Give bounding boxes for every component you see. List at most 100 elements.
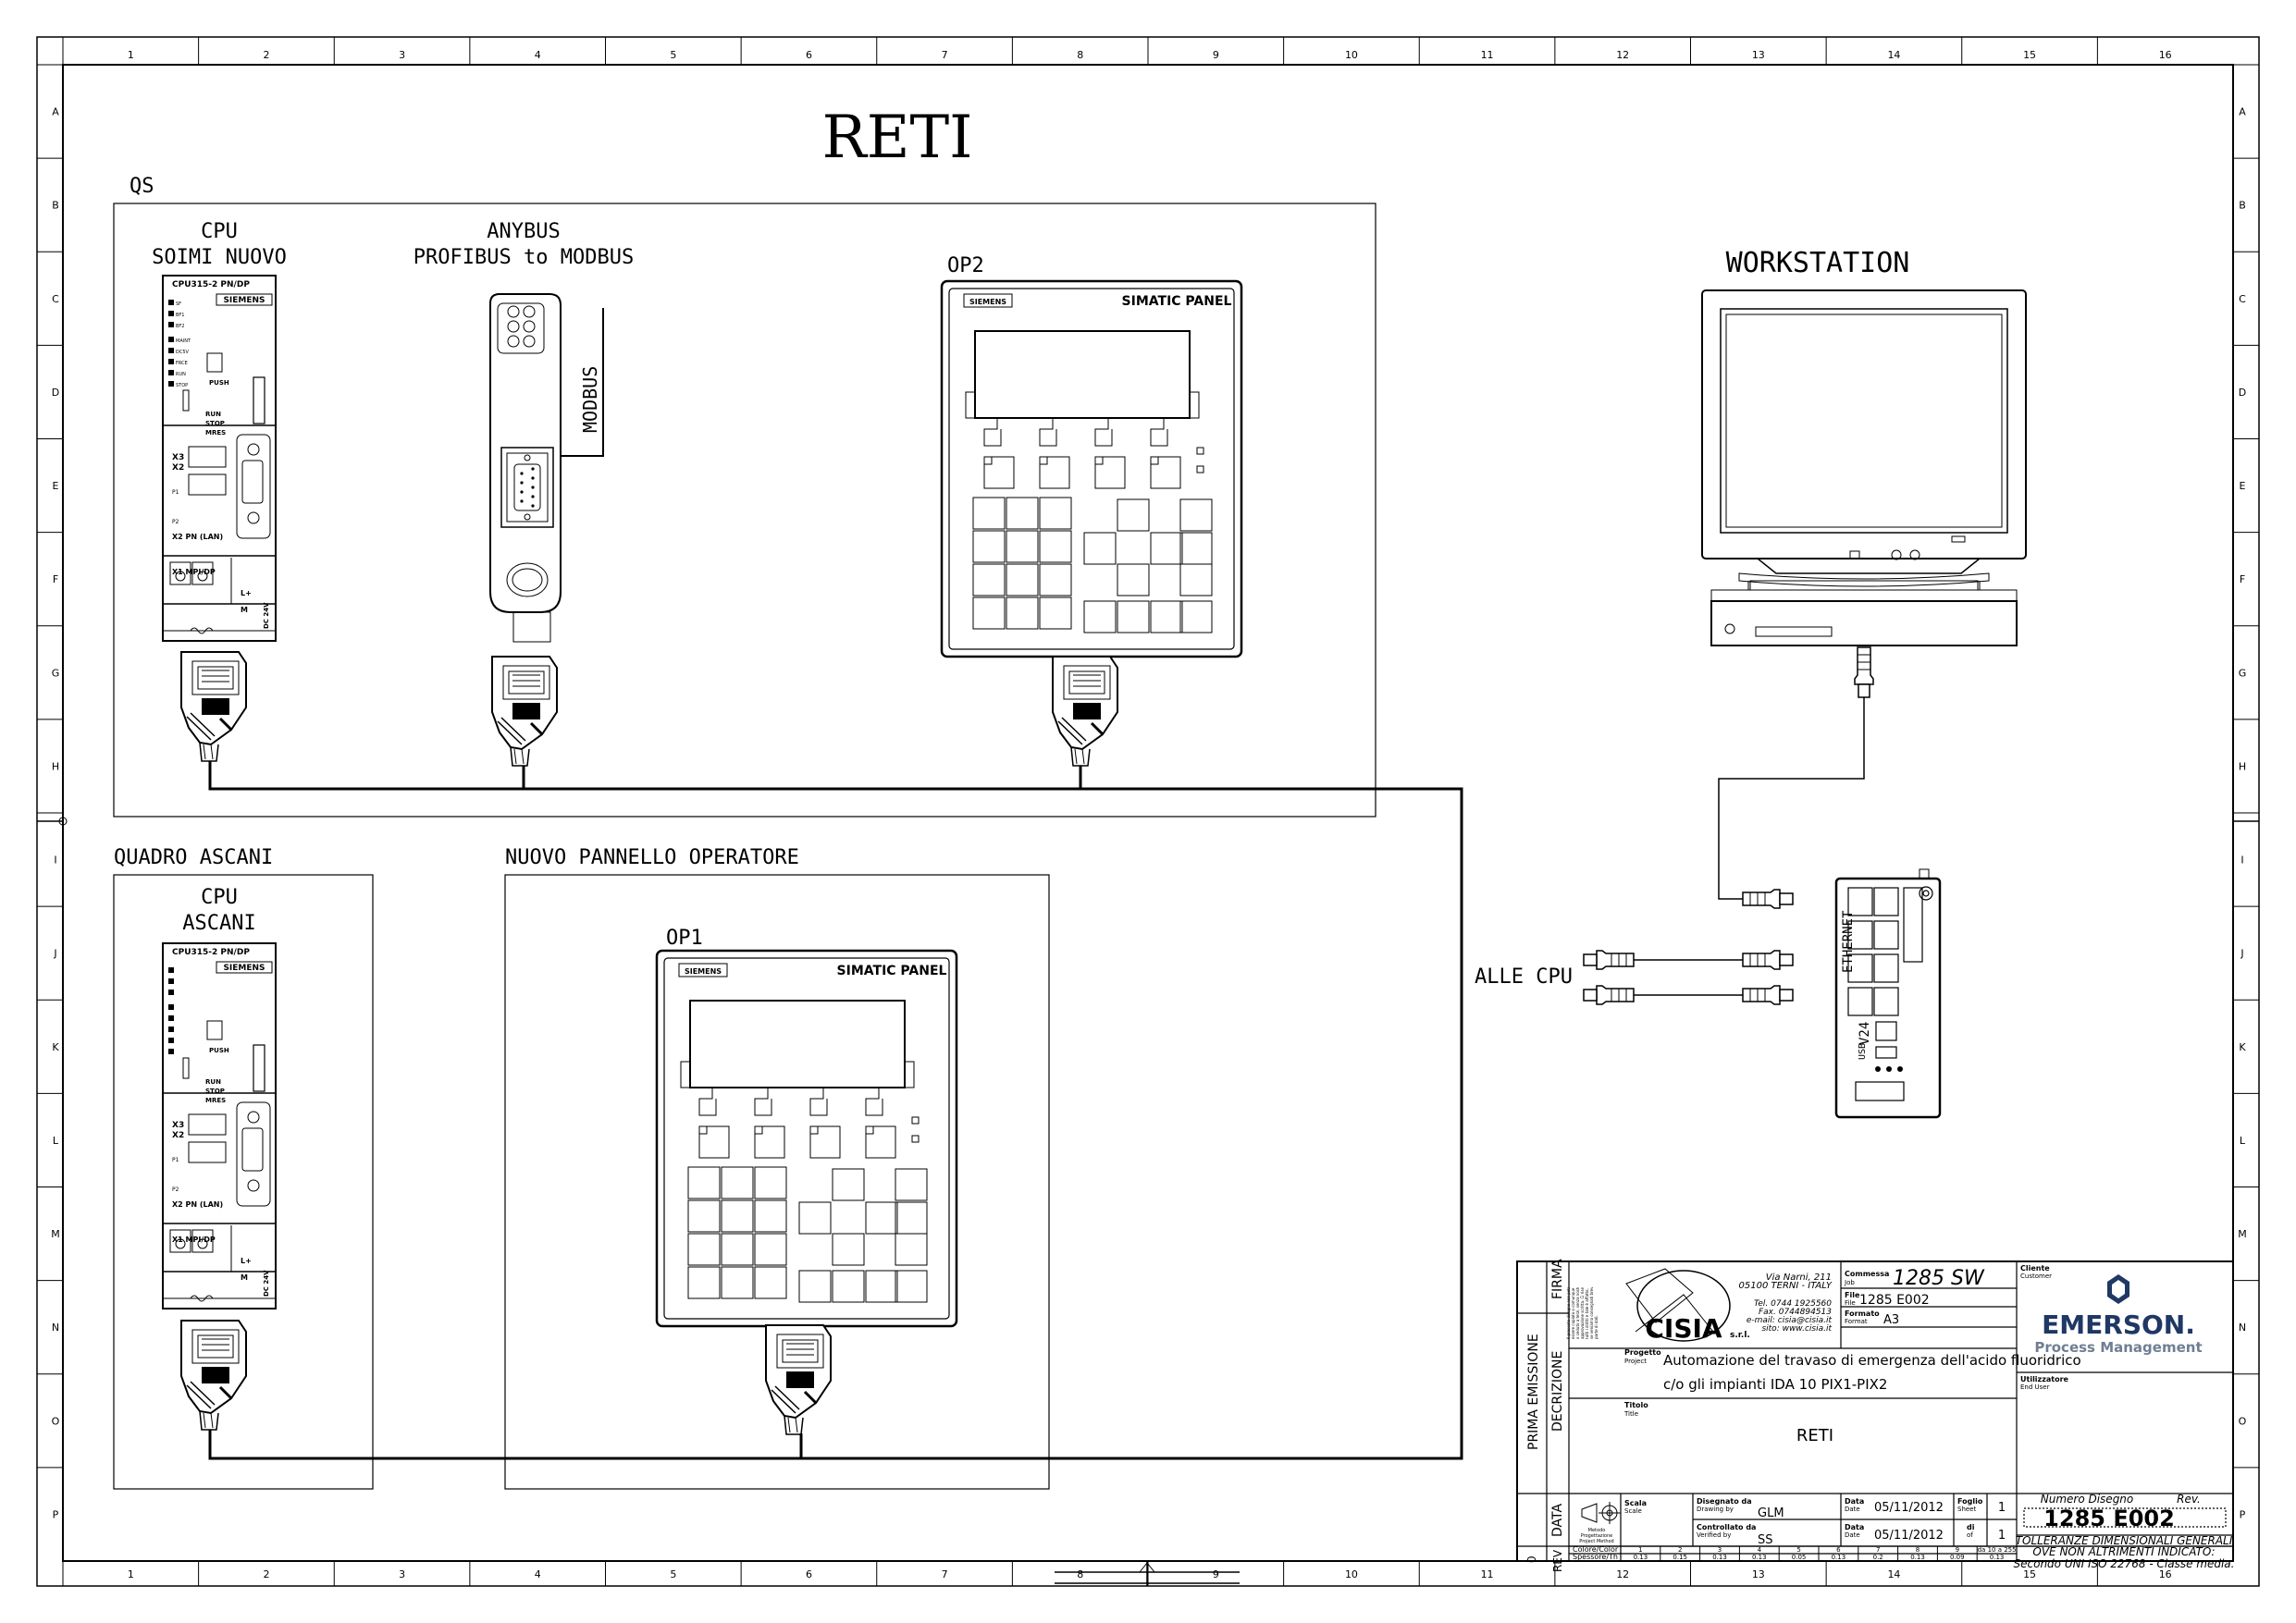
tb-file-label: File	[1845, 1291, 1860, 1299]
tb-progetto-line1: Automazione del travaso di emergenza del…	[1663, 1352, 2081, 1369]
cisia-logo: CISIA s.r.l.	[1625, 1268, 1750, 1344]
tb-formato-sub: Format	[1845, 1318, 1868, 1325]
cpu1-mode-label: STOP	[205, 420, 225, 427]
tb-tel: Tel. 0744 1925560	[1754, 1299, 1832, 1309]
cpu1-led-label: FRCE	[176, 361, 188, 366]
tb-data-label: DATA	[1550, 1504, 1565, 1537]
tb-fax: Fax. 0744894513	[1759, 1308, 1832, 1317]
tb-address2: 05100 TERNI - ITALY	[1739, 1281, 1833, 1291]
cpu2-push-label: PUSH	[209, 1047, 229, 1054]
grid-row-label: O	[2239, 1415, 2247, 1427]
tb-disegnato-sub: Drawing by	[1697, 1506, 1734, 1513]
op2-label: OP2	[947, 254, 984, 277]
tb-colore-number: 1	[1638, 1546, 1642, 1554]
grid-row-label: K	[52, 1041, 59, 1053]
tb-spessore-value: 0.09	[1950, 1554, 1965, 1561]
cpu2-port-label: DC 24V	[263, 1270, 270, 1297]
cpu1-led-label: DC5V	[176, 350, 190, 355]
grid-row-label: O	[52, 1415, 60, 1427]
grid-col-label: 2	[263, 49, 269, 61]
tb-cliente-label: Cliente	[2020, 1264, 2050, 1273]
grid-row-label: N	[52, 1322, 59, 1334]
tb-colore-number: 3	[1718, 1546, 1722, 1554]
cisia-logo-text: CISIA	[1645, 1313, 1722, 1344]
op1-label: OP1	[666, 927, 703, 950]
cpu1-port-label: X1 MPI/DP	[172, 568, 216, 576]
tb-cliente-sub: Customer	[2020, 1273, 2052, 1280]
grid-col-label: 2	[263, 1568, 269, 1580]
cpu1-mode-label: RUN	[205, 411, 221, 418]
tb-spessore-value: 0.13	[1990, 1554, 2005, 1561]
grid-row-label: A	[52, 106, 59, 118]
tb-controllato-sub: Verified by	[1697, 1531, 1731, 1539]
tb-spessore-value: 0.13	[1910, 1554, 1925, 1561]
drawing-title: RETI	[822, 104, 973, 172]
grid-col-label: 3	[399, 1568, 405, 1580]
tb-file-sub: File	[1845, 1299, 1856, 1307]
grid-col-label: 3	[399, 49, 405, 61]
grid-row-label: M	[51, 1228, 60, 1240]
tb-numero-disegno-value: 1285 E002	[2043, 1506, 2175, 1531]
tb-email: e-mail: cisia@cisia.it	[1747, 1316, 1833, 1325]
grid-row-label: K	[2239, 1041, 2246, 1053]
cpu2-brand: SIEMENS	[223, 964, 265, 973]
grid-col-label: 11	[1481, 49, 1494, 61]
emerson-logo-sub: Process Management	[2034, 1339, 2202, 1356]
grid-col-label: 5	[670, 1568, 676, 1580]
cpu1-label-line1: CPU	[201, 220, 238, 243]
tb-colore-number: 2	[1678, 1546, 1682, 1554]
grid-row-label: D	[52, 387, 59, 399]
tb-tolleranze-line1: TOLLERANZE DIMENSIONALI GENERALI	[2016, 1534, 2233, 1547]
tb-utilizzatore-sub: End User	[2020, 1383, 2050, 1391]
grid-row-label: F	[53, 573, 58, 585]
tb-titolo-value: RETI	[1796, 1426, 1833, 1445]
tb-rev-col-label: Rev.	[2177, 1493, 2201, 1506]
grid-col-label: 9	[1213, 49, 1219, 61]
tb-commessa-sub: Job	[1844, 1279, 1855, 1286]
grid-row-label: G	[52, 667, 60, 679]
grid-row-label: M	[2238, 1228, 2247, 1240]
tb-data1-value: 05/11/2012	[1874, 1501, 1944, 1515]
grid-row-label: N	[2239, 1322, 2246, 1334]
tb-foglio-value: 1	[1998, 1501, 2006, 1515]
tb-metodo: Metodo Progettazione Project Method	[1579, 1528, 1614, 1544]
modbus-label: MODBUS	[579, 366, 601, 433]
grid-row-label: H	[52, 760, 59, 772]
grid-row-label: L	[2240, 1135, 2246, 1147]
tb-prima-emissione: PRIMA EMISSIONE	[1526, 1334, 1541, 1450]
switch-v24-label: V24	[1858, 1022, 1872, 1045]
tb-scala-sub: Scale	[1624, 1507, 1642, 1515]
anybus-label-line2: PROFIBUS to MODBUS	[414, 246, 634, 269]
tb-spessore-value: 0.13	[1752, 1554, 1767, 1561]
tb-rev-value: 0	[1525, 1555, 1538, 1563]
cpu2-label-line1: CPU	[201, 886, 238, 909]
group-quadro-ascani-label: QUADRO ASCANI	[114, 846, 273, 869]
tb-controllato-label: Controllato da	[1697, 1523, 1756, 1531]
group-quadro-ascani: QUADRO ASCANI	[113, 846, 374, 1490]
tb-rev-label: REV	[1551, 1549, 1564, 1572]
grid-row-label: F	[2240, 573, 2245, 585]
cpu2-port-label: P1	[172, 1157, 179, 1163]
tb-spessore-label: Spessore/Th	[1573, 1553, 1618, 1561]
tb-utilizzatore-label: Utilizzatore	[2020, 1375, 2069, 1383]
workstation-pc: WORKSTATION	[1701, 247, 2027, 909]
cpu1-port-label: M	[241, 606, 248, 614]
tb-colore-label: Colore/Color	[1573, 1545, 1619, 1554]
tb-colore-number: 9	[1956, 1546, 1959, 1554]
grid-col-label: 4	[535, 1568, 541, 1580]
cpu1-port-label: L+	[241, 589, 252, 597]
emerson-logo: EMERSON. Process Management	[2034, 1274, 2203, 1356]
cpu1-label-line2: SOIMI NUOVO	[152, 246, 287, 269]
cpu1-mode-label: MRES	[205, 429, 226, 436]
tb-colore-number: da 10 a 255	[1978, 1546, 2017, 1554]
grid-row-label: D	[2239, 387, 2246, 399]
tb-data2-sub: Date	[1845, 1531, 1860, 1539]
tb-colore-number: 8	[1916, 1546, 1920, 1554]
grid-row-label: I	[2240, 855, 2243, 867]
grid-row-label: E	[53, 480, 59, 492]
grid-col-label: 8	[1077, 49, 1083, 61]
